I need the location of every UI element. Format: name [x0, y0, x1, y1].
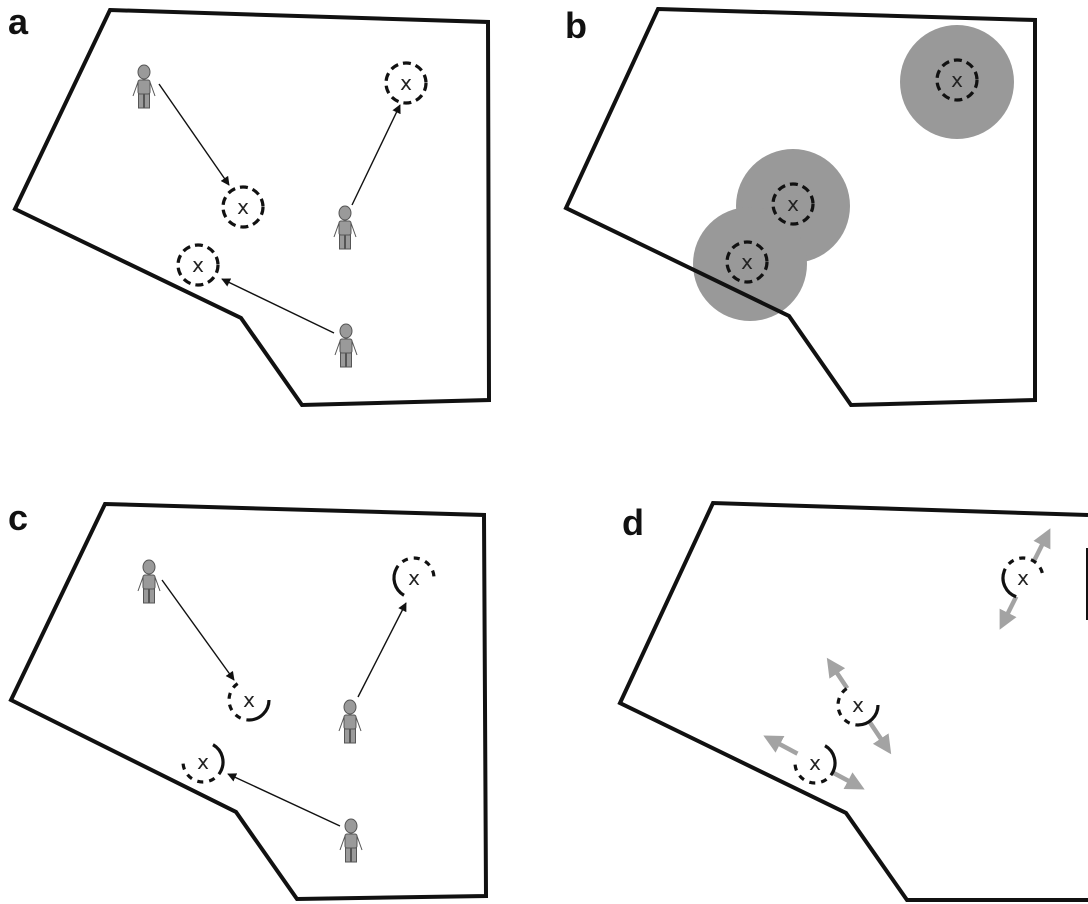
area-boundary: [12, 7, 492, 408]
coverage-zone: [900, 25, 1014, 139]
panel-d: d x x x: [617, 500, 1088, 902]
target-marker-icon: x: [181, 740, 225, 784]
target-marker-icon: x: [771, 182, 815, 226]
movement-arrow: [227, 773, 341, 827]
area-boundary: [617, 500, 1088, 902]
target-label: x: [741, 250, 753, 274]
target-label: x: [951, 68, 963, 92]
person-icon: [339, 818, 363, 863]
person-icon: [333, 205, 357, 250]
target-marker-icon: x: [227, 678, 271, 722]
target-label: x: [192, 253, 204, 277]
target-marker-icon: x: [392, 556, 436, 600]
target-label: x: [408, 566, 420, 590]
panel-label-c: c: [8, 497, 28, 538]
target-marker-icon: x: [221, 185, 265, 229]
target-marker-icon: x: [1001, 556, 1045, 600]
panel-label-a: a: [8, 1, 29, 42]
target-label: x: [787, 192, 799, 216]
panel-b: b x x x: [563, 5, 1037, 408]
target-label: x: [852, 693, 864, 717]
person-icon: [132, 64, 156, 109]
coverage-zone: [693, 207, 807, 321]
target-marker-icon: x: [384, 61, 428, 105]
person-icon: [137, 559, 161, 604]
target-marker-icon: x: [836, 683, 880, 727]
target-marker-icon: x: [176, 243, 220, 287]
movement-arrow: [221, 278, 335, 334]
panel-a: a x: [8, 1, 492, 408]
target-label: x: [1017, 566, 1029, 590]
area-boundary: [563, 6, 1037, 408]
target-marker-icon: x: [935, 58, 979, 102]
movement-arrow: [161, 579, 235, 681]
target-label: x: [400, 71, 412, 95]
target-marker-icon: x: [793, 741, 837, 785]
target-label: x: [197, 750, 209, 774]
panel-c: c x: [8, 497, 489, 902]
panel-label-d: d: [622, 502, 644, 543]
movement-arrow: [158, 83, 230, 186]
panel-label-b: b: [565, 5, 587, 46]
person-icon: [334, 323, 358, 368]
movement-arrow: [357, 602, 407, 698]
target-label: x: [243, 688, 255, 712]
target-marker-icon: x: [725, 240, 769, 284]
area-boundary: [8, 501, 489, 902]
movement-arrow: [351, 104, 401, 206]
target-label: x: [237, 195, 249, 219]
person-icon: [338, 699, 362, 744]
target-label: x: [809, 751, 821, 775]
